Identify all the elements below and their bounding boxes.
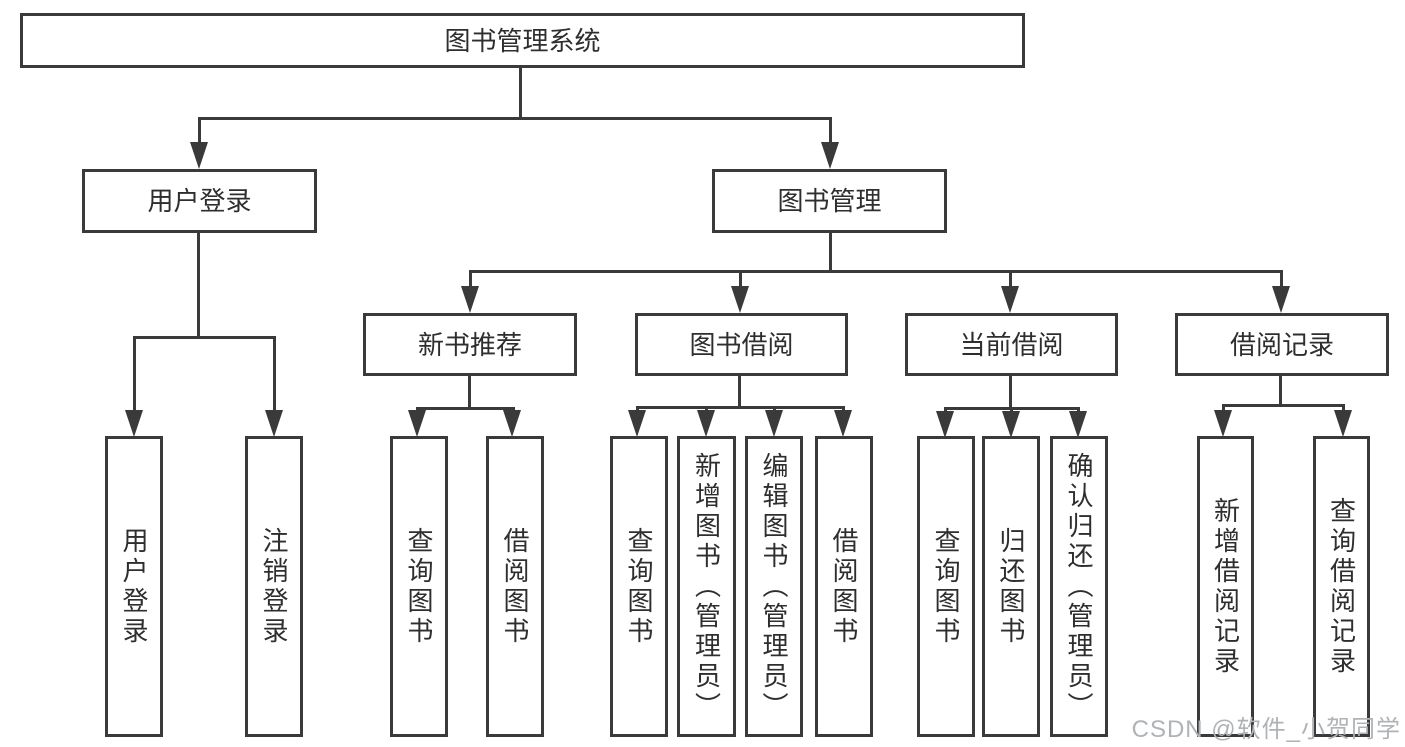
- connector-line: [133, 336, 276, 339]
- arrowhead-down-icon: [461, 286, 479, 313]
- arrowhead-down-icon: [1334, 410, 1352, 437]
- connector-line: [829, 117, 832, 147]
- arrowhead-down-icon: [190, 142, 208, 169]
- connector-line: [1009, 270, 1012, 292]
- node-borrow-records: 借阅记录: [1175, 313, 1389, 376]
- arrowhead-down-icon: [1214, 410, 1232, 437]
- connector-line: [738, 376, 741, 408]
- leaf-logout-label: 注销登录: [259, 526, 289, 647]
- leaf-cb-query-books: 查询图书: [917, 436, 975, 737]
- node-new-book-rec-label: 新书推荐: [417, 329, 522, 360]
- connector-line: [829, 233, 832, 272]
- connector-line: [197, 233, 200, 338]
- connector-line: [133, 336, 136, 414]
- connector-line: [1222, 404, 1225, 414]
- node-book-mgmt: 图书管理: [712, 169, 947, 233]
- connector-line: [1009, 376, 1012, 409]
- connector-line: [198, 117, 201, 147]
- watermark: CSDN @软件_小贺同学: [1131, 716, 1401, 743]
- arrowhead-down-icon: [1272, 286, 1290, 313]
- node-current-borrow-label: 当前借阅: [959, 329, 1064, 360]
- connector-line: [469, 270, 472, 292]
- leaf-br-add-record: 新增借阅记录: [1197, 436, 1254, 737]
- node-book-borrow: 图书借阅: [635, 313, 848, 376]
- arrowhead-down-icon: [265, 410, 283, 437]
- connector-line: [416, 407, 515, 410]
- connector-line: [469, 270, 1283, 273]
- connector-line: [636, 406, 845, 409]
- node-new-book-rec: 新书推荐: [363, 313, 577, 376]
- leaf-rec-borrow-books-label: 借阅图书: [500, 526, 530, 647]
- leaf-cb-confirm-return-label: 确认归还（管理员）: [1064, 451, 1094, 722]
- node-user-login-label: 用户登录: [147, 186, 252, 216]
- arrowhead-down-icon: [1002, 411, 1020, 438]
- node-borrow-records-label: 借阅记录: [1229, 329, 1334, 360]
- arrowhead-down-icon: [1001, 286, 1019, 313]
- leaf-cb-return-books-label: 归还图书: [996, 526, 1026, 647]
- connector-line: [519, 68, 522, 120]
- connector-line: [1279, 376, 1282, 406]
- arrowhead-down-icon: [1069, 411, 1087, 438]
- leaf-br-add-record-label: 新增借阅记录: [1210, 496, 1241, 677]
- connector-line: [1222, 404, 1345, 407]
- connector-line: [273, 336, 276, 414]
- leaf-br-query-record-label: 查询借阅记录: [1326, 496, 1357, 677]
- arrowhead-down-icon: [765, 410, 783, 437]
- arrowhead-down-icon: [628, 410, 646, 437]
- arrowhead-down-icon: [834, 410, 852, 437]
- leaf-bb-borrow-books: 借阅图书: [815, 436, 873, 737]
- node-book-borrow-label: 图书借阅: [689, 329, 794, 360]
- arrowhead-down-icon: [697, 410, 715, 437]
- arrowhead-down-icon: [125, 410, 143, 437]
- leaf-user-login-label: 用户登录: [119, 526, 149, 647]
- node-root: 图书管理系统: [20, 13, 1025, 68]
- arrowhead-down-icon: [936, 411, 954, 438]
- leaf-rec-query-books-label: 查询图书: [404, 526, 434, 647]
- leaf-bb-add-books: 新增图书（管理员）: [677, 436, 736, 737]
- leaf-logout: 注销登录: [245, 436, 303, 737]
- leaf-user-login: 用户登录: [105, 436, 163, 737]
- arrowhead-down-icon: [731, 286, 749, 313]
- connector-line: [198, 117, 832, 120]
- connector-line: [739, 270, 742, 292]
- node-root-label: 图书管理系统: [444, 25, 601, 56]
- connector-line: [1280, 270, 1283, 292]
- node-user-login: 用户登录: [82, 169, 317, 233]
- leaf-bb-edit-books: 编辑图书（管理员）: [745, 436, 803, 737]
- leaf-rec-query-books: 查询图书: [390, 436, 448, 737]
- arrowhead-down-icon: [408, 410, 426, 437]
- leaf-bb-add-books-label: 新增图书（管理员）: [691, 451, 722, 722]
- arrowhead-down-icon: [503, 410, 521, 437]
- connector-line: [468, 376, 471, 409]
- leaf-cb-confirm-return: 确认归还（管理员）: [1050, 436, 1108, 737]
- leaf-bb-borrow-books-label: 借阅图书: [829, 526, 859, 647]
- arrowhead-down-icon: [821, 142, 839, 169]
- leaf-bb-edit-books-label: 编辑图书（管理员）: [759, 451, 789, 722]
- connector-line: [1342, 404, 1345, 414]
- leaf-bb-query-books-label: 查询图书: [624, 526, 654, 647]
- leaf-cb-return-books: 归还图书: [982, 436, 1040, 737]
- node-current-borrow: 当前借阅: [905, 313, 1118, 376]
- leaf-br-query-record: 查询借阅记录: [1313, 436, 1370, 737]
- leaf-cb-query-books-label: 查询图书: [931, 526, 961, 647]
- node-book-mgmt-label: 图书管理: [777, 186, 882, 216]
- leaf-bb-query-books: 查询图书: [610, 436, 668, 737]
- leaf-rec-borrow-books: 借阅图书: [486, 436, 544, 737]
